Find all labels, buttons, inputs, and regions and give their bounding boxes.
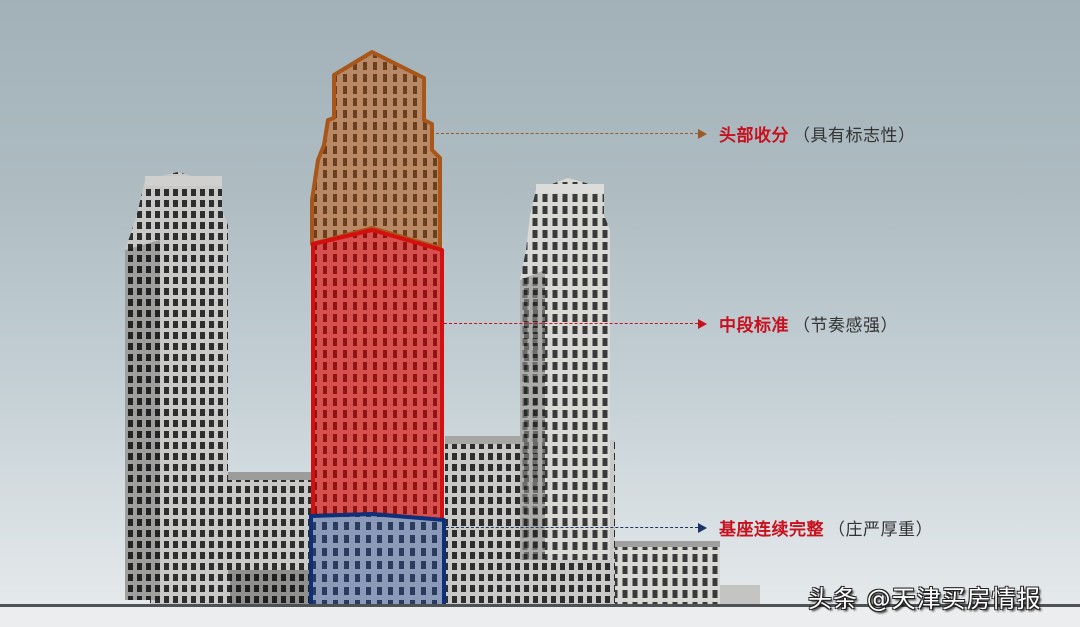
ground [0,607,1080,627]
callout-title: 中段标准 [719,316,789,336]
callout-head: 头部收分 （具有标志性） [436,121,916,146]
leader-line [444,323,698,324]
arrow-right-icon [698,318,707,329]
callout-subtitle: （节奏感强） [793,316,898,336]
right-tower [520,178,610,560]
callout-title: 基座连续完整 [719,520,824,540]
tower-middle-segment [311,228,444,522]
callout-title: 头部收分 [719,126,789,146]
arrow-right-icon [698,128,707,139]
tower-base-segment [309,512,446,610]
left-tower [125,172,228,600]
leader-line [446,527,698,528]
leader-line [436,133,698,134]
callout-subtitle: （具有标志性） [793,126,916,146]
tower-head-segment [310,50,442,250]
ground-line [0,604,1080,607]
callout-base: 基座连续完整 （庄严厚重） [446,515,933,540]
arrow-right-icon [698,522,707,533]
callout-subtitle: （庄严厚重） [828,520,933,540]
watermark: 头条 @天津买房情报 [808,585,1042,613]
callout-middle: 中段标准 （节奏感强） [444,311,898,336]
left-podium [150,472,318,606]
